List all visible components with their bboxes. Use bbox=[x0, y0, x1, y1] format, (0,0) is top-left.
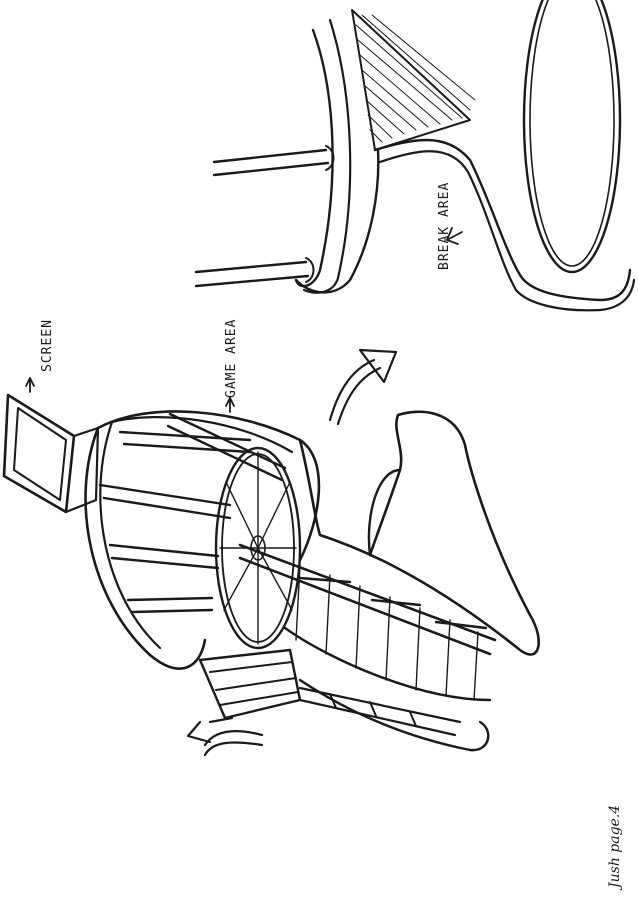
game-area-label: GAME AREA bbox=[224, 318, 239, 398]
hatching bbox=[355, 14, 476, 143]
author-signature: Jush page.4 bbox=[607, 804, 623, 888]
break-area-label: BREAK AREA bbox=[437, 181, 452, 270]
transition-arrow-icon bbox=[328, 348, 398, 426]
wheel-spokes bbox=[219, 451, 297, 645]
rotation-arrow-icon bbox=[186, 716, 264, 757]
screen-panel bbox=[2, 393, 100, 514]
screen-label: SCREEN bbox=[40, 319, 55, 372]
break-area-sketch bbox=[194, 0, 636, 312]
game-area-sketch bbox=[2, 377, 540, 757]
